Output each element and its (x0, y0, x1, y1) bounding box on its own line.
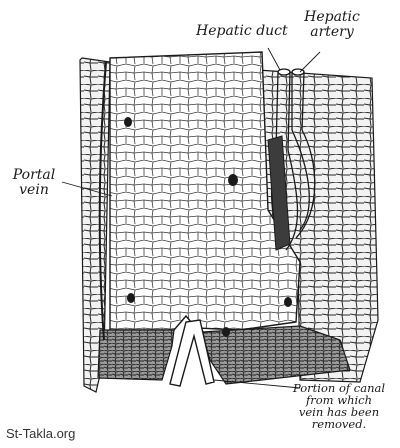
vein-openings (124, 117, 292, 337)
canal-groove (169, 319, 215, 387)
label-hepatic-artery: Hepatic artery (304, 9, 360, 40)
hepatic-vessels (270, 68, 316, 251)
label-portal-vein: Portal vein (12, 167, 56, 198)
label-hepatic-duct: Hepatic duct (196, 23, 288, 39)
vessel-tract (267, 135, 291, 251)
leader-lines (61, 47, 321, 389)
watermark-text: St-Takla.org (6, 426, 76, 441)
cut-section-left (97, 329, 175, 381)
label-portion-of-canal: Portion of canal from which vein has bee… (292, 381, 386, 432)
cut-section-right (201, 325, 351, 385)
portal-vein-channel (98, 61, 107, 341)
